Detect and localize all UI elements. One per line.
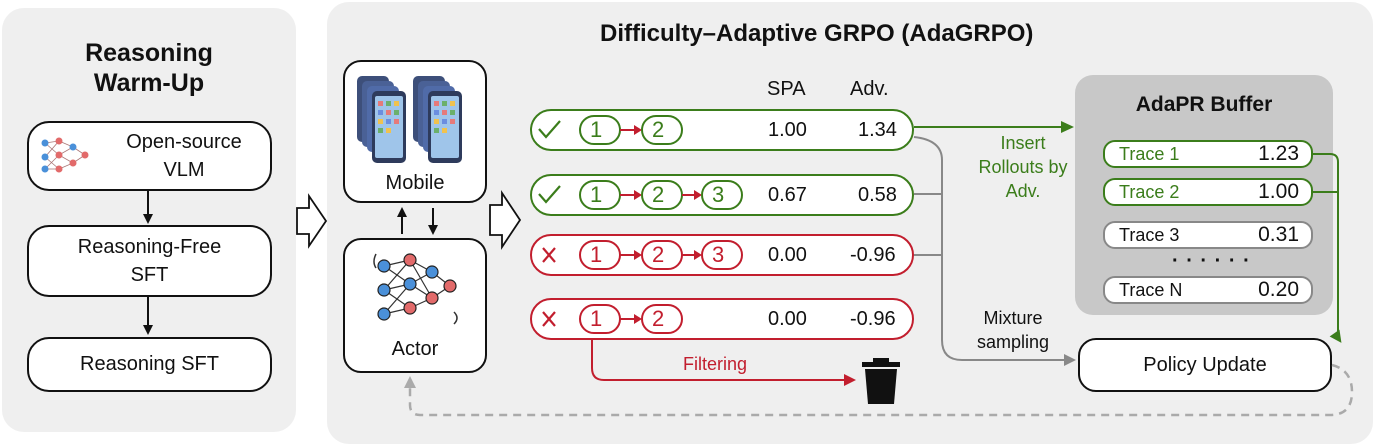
hollow-arrow-2	[489, 190, 522, 250]
row2-spa: 0.67	[768, 184, 807, 206]
row4-spa: 0.00	[768, 308, 807, 330]
row3-spa: 0.00	[768, 244, 807, 266]
actor-network-icon	[373, 253, 458, 325]
trace-1-value: 1.23	[1258, 142, 1299, 165]
reasoning-sft-label: Reasoning SFT	[80, 353, 219, 375]
phone-stack-icon	[357, 76, 462, 163]
trace-n-value: 0.20	[1258, 278, 1299, 301]
filtering-label: Filtering	[683, 354, 748, 374]
buffer-title: AdaPR Buffer	[1135, 93, 1273, 116]
neural-network-icon	[41, 137, 89, 173]
trace-3-value: 0.31	[1258, 223, 1299, 246]
row3-step2: 2	[652, 242, 665, 267]
row3-adv: -0.96	[850, 244, 896, 266]
rollout-row-4-graphics	[542, 304, 683, 334]
check-icon	[538, 120, 561, 139]
rollout-row-3-graphics	[542, 240, 743, 270]
trace-n-name: Trace N	[1119, 279, 1183, 300]
mixture-sampling-label: Mixture sampling	[976, 308, 1050, 352]
trace-2-value: 1.00	[1258, 180, 1299, 203]
open-source-vlm-box: Open-source VLM	[27, 121, 272, 191]
row4-step1: 1	[590, 306, 603, 331]
insert-rollouts-label: Insert Rollouts by Adv.	[978, 133, 1068, 201]
row3-step1: 1	[590, 242, 603, 267]
row4-step2: 2	[652, 306, 665, 331]
cross-icon	[542, 311, 556, 327]
warmup-title: Reasoning Warm-Up	[85, 39, 213, 97]
trace-1: Trace 1 1.23	[1103, 140, 1313, 168]
adagrpo-title: Difficulty–Adaptive GRPO (AdaGRPO)	[600, 20, 1034, 47]
row3-step3: 3	[712, 242, 725, 267]
row2-step1: 1	[590, 182, 603, 207]
trace-3-name: Trace 3	[1119, 224, 1180, 245]
rollout-row-2-graphics	[538, 180, 743, 210]
check-icon	[538, 185, 561, 204]
row1-adv: 1.34	[858, 119, 897, 141]
row2-adv: 0.58	[858, 184, 897, 206]
reasoning-sft-box: Reasoning SFT	[27, 337, 272, 392]
hollow-arrow-1	[296, 193, 328, 249]
trace-2-name: Trace 2	[1119, 181, 1180, 202]
col-adv-header: Adv.	[850, 78, 889, 100]
trace-1-name: Trace 1	[1119, 143, 1180, 164]
col-spa-header: SPA	[767, 78, 806, 100]
trash-icon	[862, 358, 900, 404]
policy-update-box: Policy Update	[1078, 338, 1332, 392]
actor-label: Actor	[391, 338, 439, 360]
cross-icon	[542, 247, 556, 263]
row1-spa: 1.00	[768, 119, 807, 141]
reasoning-free-sft-label: Reasoning-Free SFT	[77, 236, 222, 286]
mobile-label: Mobile	[385, 172, 445, 194]
row1-step2: 2	[652, 117, 665, 142]
trace-2: Trace 2 1.00	[1103, 178, 1313, 206]
rollout-row-1-graphics	[538, 115, 683, 145]
buffer-ellipsis: · · · · · ·	[1172, 250, 1251, 272]
row1-step1: 1	[590, 117, 603, 142]
trace-n: Trace N 0.20	[1103, 276, 1313, 304]
trace-3: Trace 3 0.31	[1103, 221, 1313, 249]
row2-step3: 3	[712, 182, 725, 207]
row4-adv: -0.96	[850, 308, 896, 330]
policy-update-label: Policy Update	[1143, 353, 1267, 376]
open-source-vlm-label: Open-source VLM	[126, 131, 242, 181]
row2-step2: 2	[652, 182, 665, 207]
reasoning-free-sft-box: Reasoning-Free SFT	[27, 225, 272, 297]
